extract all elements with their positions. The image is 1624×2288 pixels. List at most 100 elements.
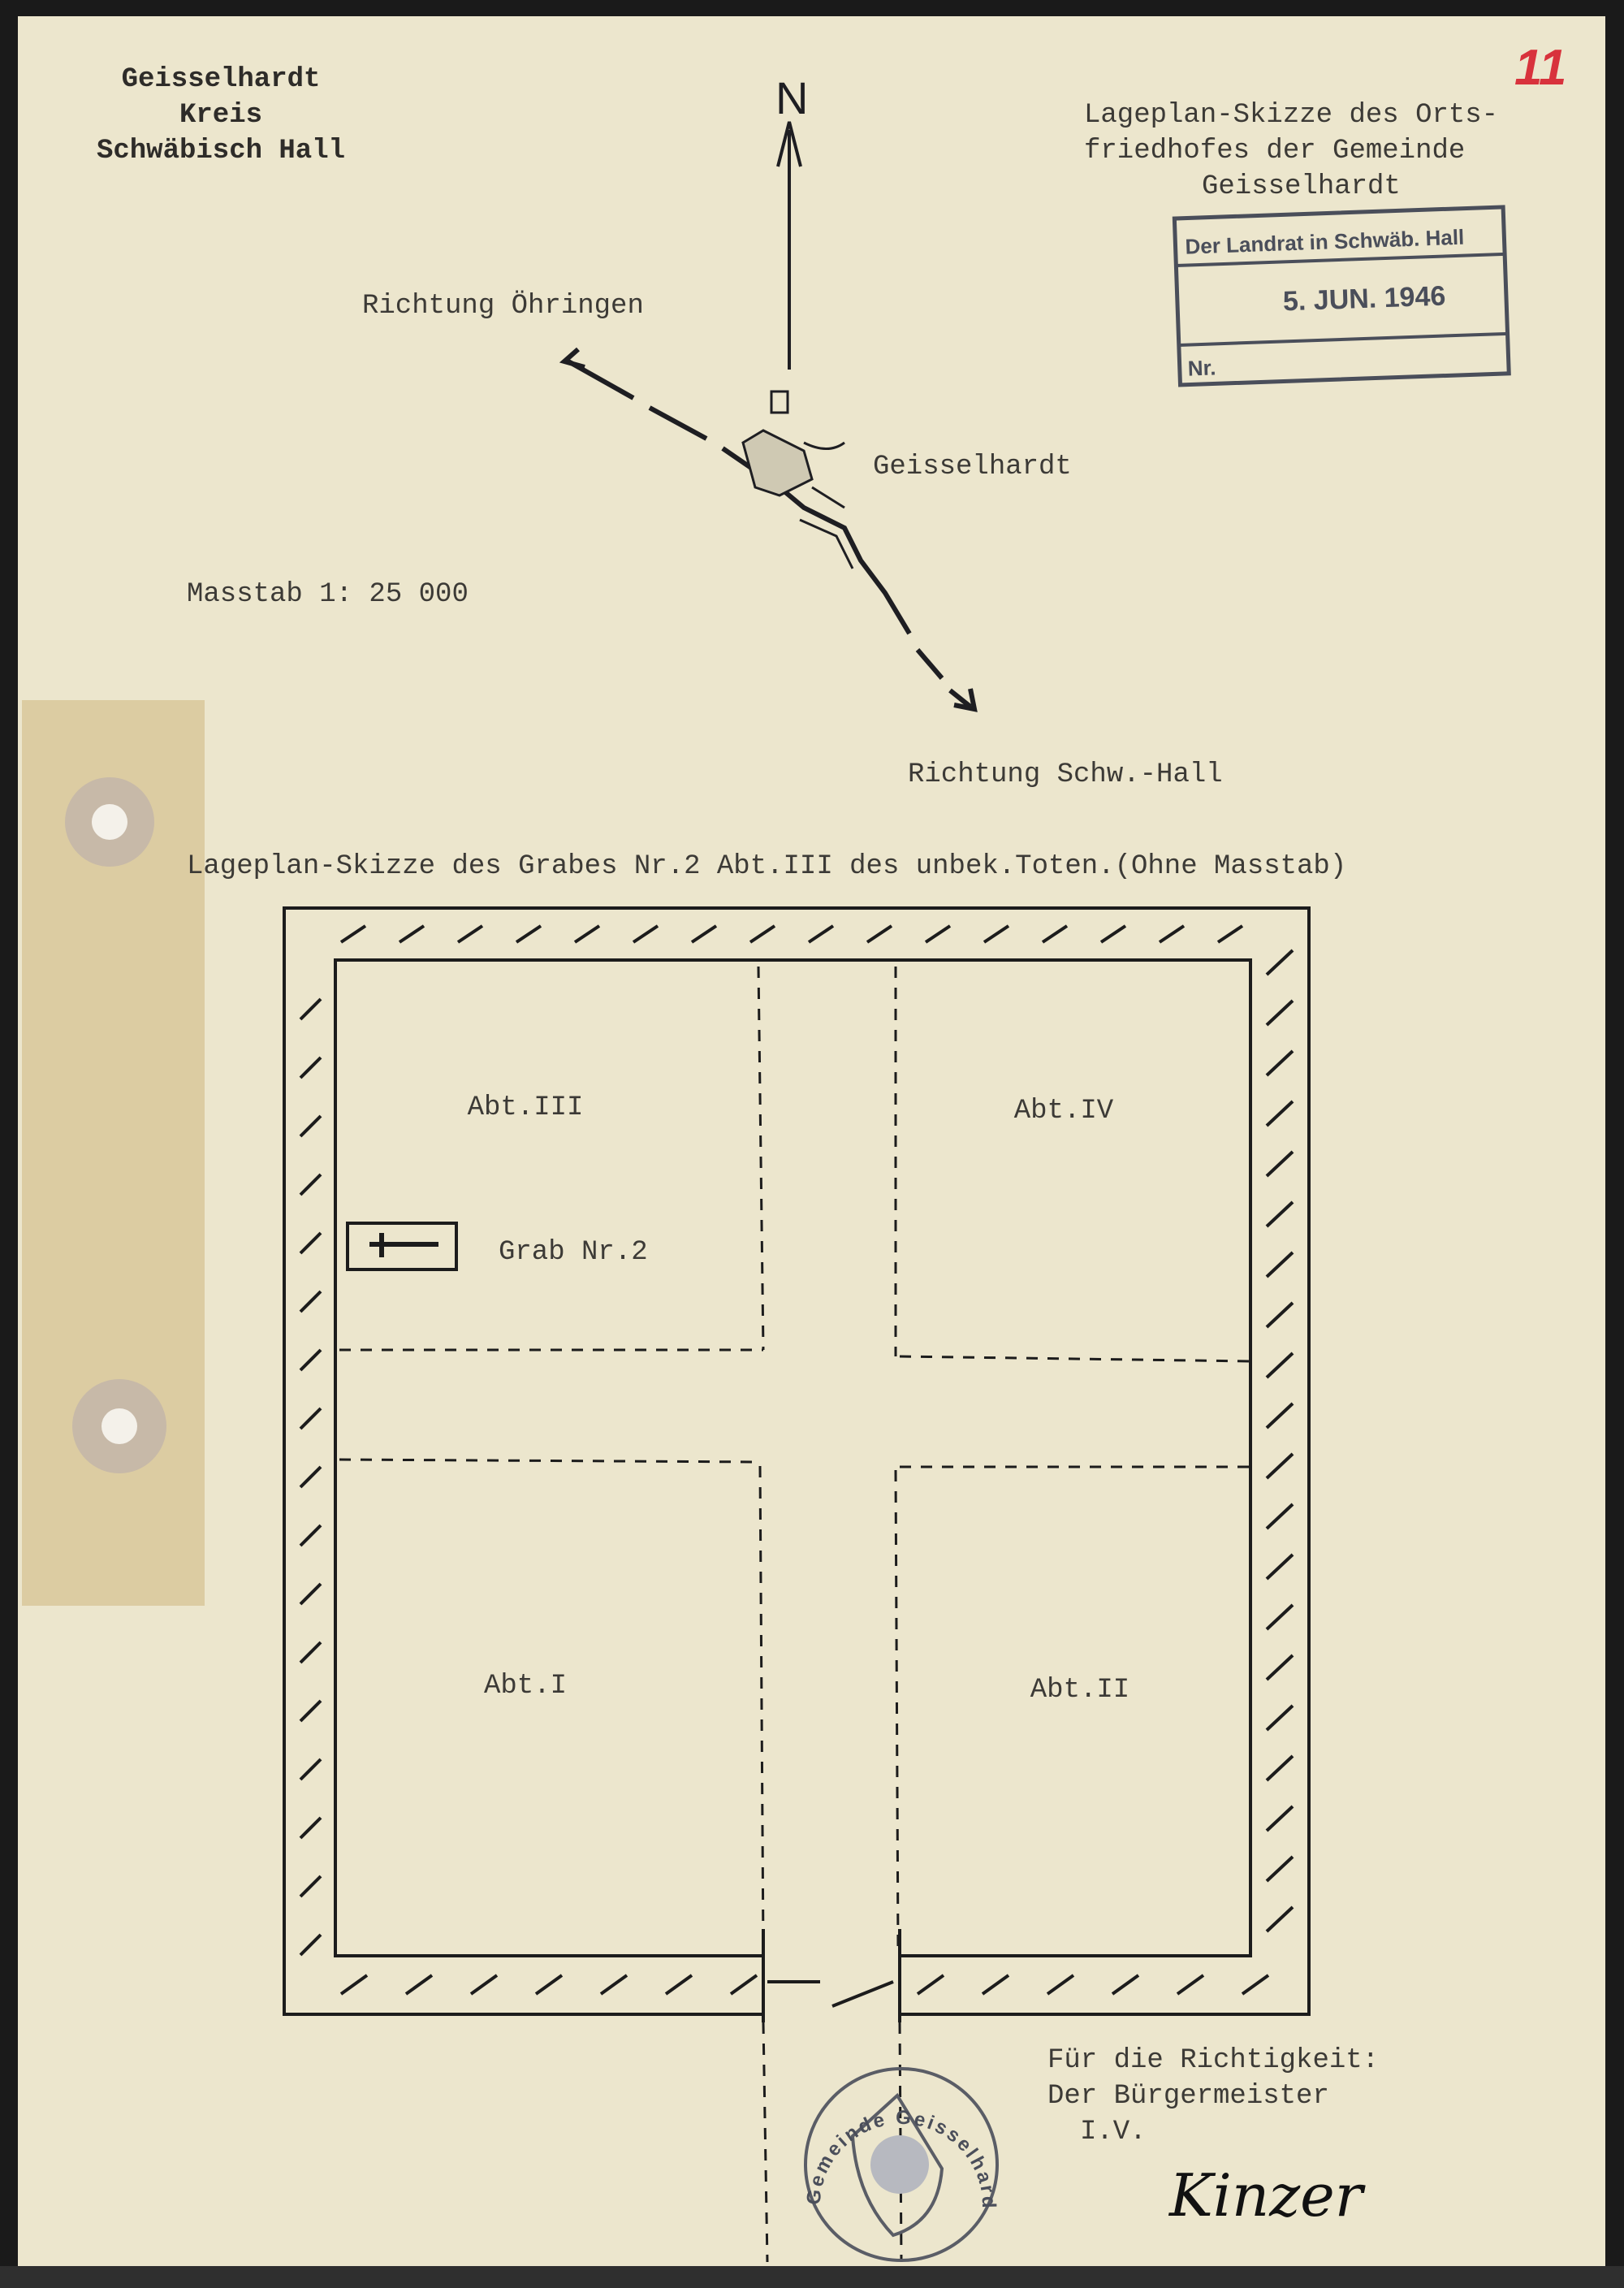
hatch-mark [299, 1290, 322, 1313]
hatch-mark [573, 924, 601, 944]
hatch-mark [469, 1974, 499, 1996]
hatch-mark [1265, 1654, 1294, 1681]
hatch-mark [1099, 924, 1127, 944]
direction-oehringen: Richtung Öhringen [362, 291, 644, 322]
tape-strip [22, 700, 205, 1606]
hatch-mark [1265, 1503, 1294, 1530]
hatch-mark [299, 1407, 322, 1430]
hatch-mark [299, 1348, 322, 1372]
sender-district-label: Kreis [179, 100, 262, 131]
certification-line-3: I.V. [1080, 2117, 1147, 2147]
section-abt-4: Abt.IV [1014, 1096, 1114, 1127]
hatch-mark [299, 1582, 322, 1606]
hatch-mark [299, 1758, 322, 1781]
title-line-3: Geisselhardt [1202, 171, 1401, 202]
hatch-mark [299, 1231, 322, 1255]
hatch-mark [924, 924, 952, 944]
certification-line-1: Für die Richtigkeit: [1047, 2045, 1379, 2076]
path-dividers [339, 966, 1251, 2263]
title-line-2: friedhofes der Gemeinde [1084, 136, 1465, 167]
signature: Kinzer [1168, 2161, 1366, 2230]
hatch-mark [1158, 924, 1186, 944]
hatch-mark [1265, 1905, 1294, 1933]
hatch-mark [339, 1974, 369, 1996]
grave-label: Grab Nr.2 [499, 1237, 648, 1268]
hatch-mark [866, 924, 893, 944]
hatch-mark [1265, 1754, 1294, 1782]
hatch-mark [299, 1816, 322, 1840]
hatch-mark [1046, 1974, 1075, 1996]
hatch-mark [981, 1974, 1010, 1996]
hatch-mark [299, 1933, 322, 1957]
bottom-edge [0, 2266, 1624, 2288]
hatch-mark [1265, 1049, 1294, 1077]
hatch-mark [299, 1641, 322, 1664]
hatch-mark [1265, 1150, 1294, 1178]
hatch-mark [299, 1114, 322, 1138]
hatch-mark [1176, 1974, 1205, 1996]
entrance-gate [762, 1929, 901, 2022]
hatch-mark [664, 1974, 693, 1996]
wall-hatching [299, 924, 1294, 1996]
cemetery-wall-inner [334, 958, 1252, 1957]
hatch-mark [1216, 924, 1244, 944]
hatch-mark [299, 1875, 322, 1898]
paper [18, 16, 1605, 2268]
hatch-mark [1265, 1352, 1294, 1379]
hatch-mark [398, 924, 425, 944]
sender-place: Geisselhardt [122, 64, 321, 95]
plan-caption: Lageplan-Skizze des Grabes Nr.2 Abt.III … [187, 851, 1346, 882]
hatch-mark [534, 1974, 564, 1996]
hatch-mark [749, 924, 776, 944]
stamp-date: 5. JUN. 1946 [1282, 280, 1446, 317]
header-right: Lageplan-Skizze des Orts- friedhofes der… [1084, 100, 1498, 202]
section-abt-3: Abt.III [468, 1092, 584, 1123]
hatch-mark [456, 924, 484, 944]
hatch-mark [339, 924, 367, 944]
north-arrow-icon [776, 121, 802, 370]
road-line [567, 359, 972, 709]
hatch-mark [983, 924, 1010, 944]
hatch-mark [729, 1974, 758, 1996]
map-scale: Masstab 1: 25 000 [187, 579, 469, 610]
certification-line-2: Der Bürgermeister [1047, 2081, 1329, 2112]
village-sketch [741, 390, 854, 569]
header-left: Geisselhardt Kreis Schwäbisch Hall [97, 64, 345, 167]
hatch-mark [1265, 1603, 1294, 1631]
grave-marker [346, 1222, 458, 1271]
hatch-mark [1265, 1402, 1294, 1429]
hatch-mark [1265, 949, 1294, 976]
section-abt-2: Abt.II [1030, 1675, 1129, 1706]
direction-hall: Richtung Schw.-Hall [908, 759, 1223, 790]
village-label: Geisselhardt [873, 452, 1072, 482]
hatch-mark [1265, 1704, 1294, 1732]
sender-district: Schwäbisch Hall [97, 136, 345, 167]
hatch-mark [1241, 1974, 1270, 1996]
arrow-hall-icon [953, 688, 978, 712]
hatch-mark [1265, 1200, 1294, 1228]
hatch-mark [299, 1173, 322, 1196]
hatch-mark [299, 1056, 322, 1079]
hatch-mark [1041, 924, 1069, 944]
hatch-mark [515, 924, 542, 944]
certification-block: Für die Richtigkeit: Der Bürgermeister I… [1047, 2045, 1379, 2230]
hatch-mark [1265, 1452, 1294, 1480]
hatch-mark [1265, 1805, 1294, 1832]
hatch-mark [807, 924, 835, 944]
hatch-mark [1265, 999, 1294, 1027]
section-abt-1: Abt.I [484, 1671, 567, 1702]
hatch-mark [632, 924, 659, 944]
hatch-mark [1265, 1100, 1294, 1127]
cemetery-wall-outer [283, 906, 1311, 2016]
cemetery-plan [283, 906, 1311, 2263]
hatch-mark [299, 997, 322, 1021]
hatch-mark [299, 1524, 322, 1547]
hatch-mark [690, 924, 718, 944]
hatch-mark [299, 1465, 322, 1489]
location-map: N [559, 72, 978, 712]
hatch-mark [599, 1974, 628, 1996]
hatch-mark [299, 1699, 322, 1723]
hatch-mark [916, 1974, 945, 1996]
hatch-mark [1265, 1855, 1294, 1883]
